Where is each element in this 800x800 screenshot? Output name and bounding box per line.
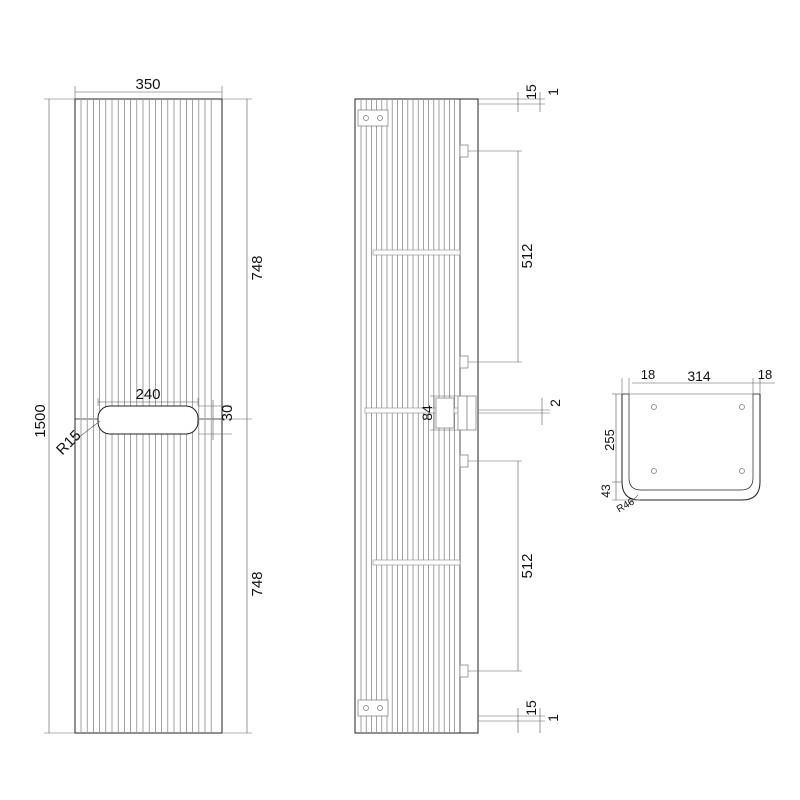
handle-width-label: 240 — [135, 386, 160, 403]
side-top-thickness-label: 15 — [523, 84, 539, 100]
front-view: 350 1500 748 748 240 30 R15 — [32, 76, 266, 734]
lower-shelf — [372, 559, 461, 566]
handle-height-label: 30 — [219, 405, 236, 422]
section-front-depth-label: 43 — [599, 484, 613, 498]
section-inner-depth-label: 255 — [602, 429, 617, 451]
bottom-hinge-plate — [357, 699, 389, 717]
section-left-wall-label: 18 — [641, 367, 655, 382]
side-handle-recess — [435, 397, 455, 429]
side-bottom-gap-label: 1 — [545, 714, 561, 722]
top-hinge-bracket — [357, 109, 389, 127]
upper-hinge-spacing-label: 512 — [519, 243, 536, 268]
section-inner-outline — [628, 394, 754, 491]
door-gap-label: 2 — [547, 399, 563, 407]
bottom-hinge-screw-1 — [363, 705, 369, 711]
upper-shelf — [372, 249, 461, 256]
lower-hinge-spacing-label: 512 — [519, 553, 536, 578]
front-width-label: 350 — [135, 76, 160, 93]
front-cabinet-outline — [74, 98, 223, 734]
section-radius-leader — [625, 494, 639, 508]
lower-door-label: 748 — [249, 571, 266, 596]
section-outer-outline — [621, 394, 761, 501]
side-bottom-thickness-label: 15 — [523, 700, 539, 716]
bottom-hinge-bracket — [357, 699, 389, 717]
front-height-label: 1500 — [32, 404, 49, 437]
side-cabinet-outline — [354, 98, 479, 734]
hinge-1 — [459, 144, 469, 158]
hinge-4 — [459, 664, 469, 678]
top-hinge-screw-1 — [363, 115, 369, 121]
hinge-3 — [459, 454, 469, 468]
section-inner-width-label: 314 — [687, 368, 711, 384]
top-hinge-plate — [357, 109, 389, 127]
front-handle-cutout — [97, 405, 199, 435]
section-view: 18 314 18 255 43 R46 — [599, 367, 775, 515]
section-right-wall-label: 18 — [758, 367, 772, 382]
section-hole-1 — [651, 404, 657, 410]
top-hinge-screw-2 — [377, 115, 383, 121]
front-flutes-lower — [80, 420, 212, 732]
bottom-hinge-screw-2 — [377, 705, 383, 711]
upper-door-label: 748 — [249, 255, 266, 280]
side-view: 15 1 512 84 2 512 15 1 — [354, 84, 563, 734]
hinge-2 — [459, 355, 469, 369]
section-hole-4 — [739, 468, 745, 474]
side-top-gap-label: 1 — [545, 88, 561, 96]
handle-radius-label: R15 — [53, 427, 84, 458]
handle-radius-leader — [73, 420, 101, 442]
side-handle-height-label: 84 — [419, 405, 435, 421]
front-flutes-upper — [80, 100, 212, 418]
section-hole-2 — [739, 404, 745, 410]
section-hole-3 — [651, 468, 657, 474]
